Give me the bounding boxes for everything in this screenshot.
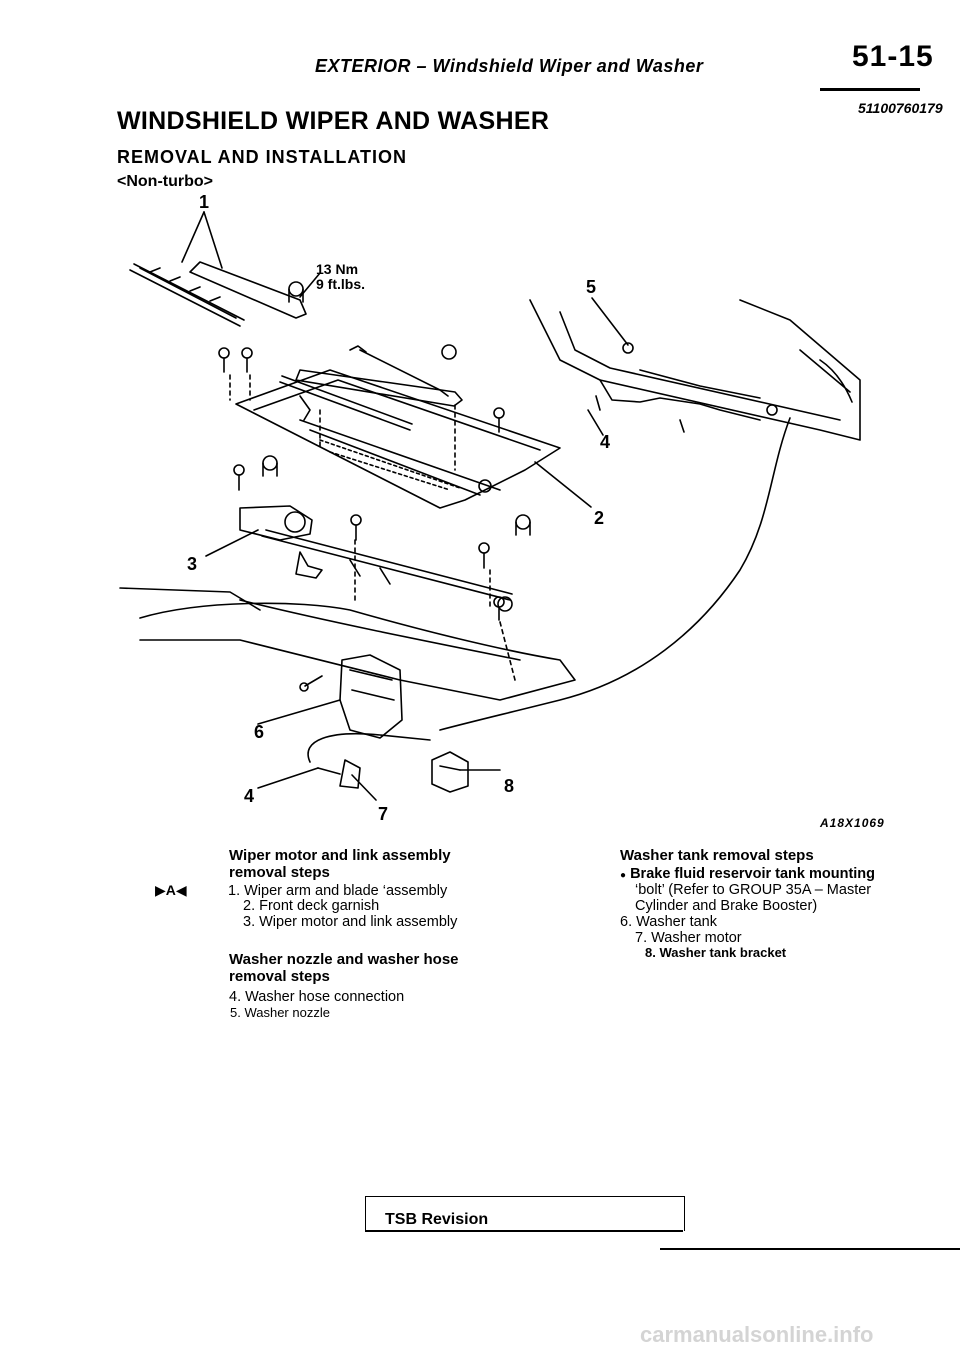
variant-label: <Non-turbo>: [117, 173, 213, 190]
watermark: carmanualsonline.info: [640, 1322, 874, 1347]
tank-step-6: 6. Washer tank: [620, 914, 717, 930]
torque-spec-ftlbs: 9 ft.lbs.: [316, 276, 366, 292]
tank-step-8: 8. Washer tank bracket: [645, 945, 787, 960]
wiper-step-1: 1. Wiper arm and blade ‘assembly: [228, 883, 448, 899]
document-code: 51100760179: [858, 100, 943, 116]
nozzle-section-heading: Washer nozzle and washer hose: [229, 951, 459, 968]
tank-bullet-line-3: Cylinder and Brake Booster): [635, 898, 818, 914]
wiper-section-heading: Wiper motor and link assembly: [229, 847, 451, 864]
tank-bullet-line-1: ● Brake fluid reservoir tank mounting: [620, 866, 876, 882]
page-number: 51-15: [852, 40, 934, 73]
callout-8: 8: [504, 776, 515, 796]
callout-2: 2: [594, 508, 605, 528]
reference-marker: ▶A◀: [155, 882, 187, 898]
wiper-section-heading-2: removal steps: [229, 864, 330, 881]
nozzle-step-4: 4. Washer hose connection: [229, 989, 405, 1005]
tank-bullet-line-2: ‘bolt’ (Refer to GROUP 35A – Master: [635, 882, 872, 898]
tank-step-7: 7. Washer motor: [635, 930, 742, 946]
tsb-revision-box: [365, 1196, 685, 1231]
callout-5: 5: [586, 277, 597, 297]
exploded-diagram: [119, 211, 861, 801]
nozzle-step-5: 5. Washer nozzle: [230, 1005, 330, 1020]
nozzle-section-heading-2: removal steps: [229, 968, 330, 985]
tsb-revision-label: TSB Revision: [385, 1211, 489, 1228]
callout-4-motor: 4: [244, 786, 255, 806]
procedure-subtitle: REMOVAL AND INSTALLATION: [117, 147, 407, 167]
callout-7: 7: [378, 804, 389, 824]
wiper-step-2: 2. Front deck garnish: [243, 898, 380, 914]
callout-4-hood: 4: [600, 432, 611, 452]
arrow-right-icon: ▶: [155, 882, 166, 898]
figure-code: A18X1069: [820, 816, 885, 830]
torque-spec-nm: 13 Nm: [316, 261, 359, 277]
callout-6: 6: [254, 722, 265, 742]
tsb-underline: [365, 1230, 683, 1232]
arrow-left-icon: ◀: [175, 882, 187, 898]
tank-section-heading: Washer tank removal steps: [620, 847, 814, 864]
callout-3: 3: [187, 554, 198, 574]
section-title: EXTERIOR – Windshield Wiper and Washer: [315, 56, 704, 76]
bullet-icon: ●: [620, 870, 627, 881]
page-title: WINDSHIELD WIPER AND WASHER: [117, 107, 550, 135]
header-rule: [820, 88, 920, 91]
wiper-step-3: 3. Wiper motor and link assembly: [243, 914, 458, 930]
footer-rule: [660, 1248, 960, 1250]
callout-1: 1: [199, 192, 210, 212]
